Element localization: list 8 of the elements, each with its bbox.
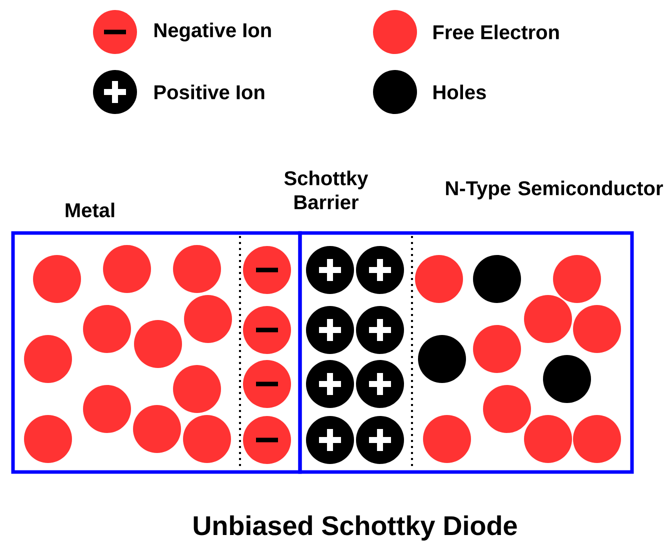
legend-label: Free Electron: [434, 24, 559, 40]
region-label: Schottky Barrier: [284, 170, 368, 210]
node-label: N-Type Semiconductor: [446, 180, 663, 200]
legend-label: Negative Ion: [154, 22, 271, 42]
node-label: Metal: [66, 202, 114, 218]
caption: Unbiased Schottky Diode: [194, 515, 517, 541]
legend-label: Positive Ion: [154, 84, 264, 100]
legend-label: Holes: [434, 84, 486, 100]
